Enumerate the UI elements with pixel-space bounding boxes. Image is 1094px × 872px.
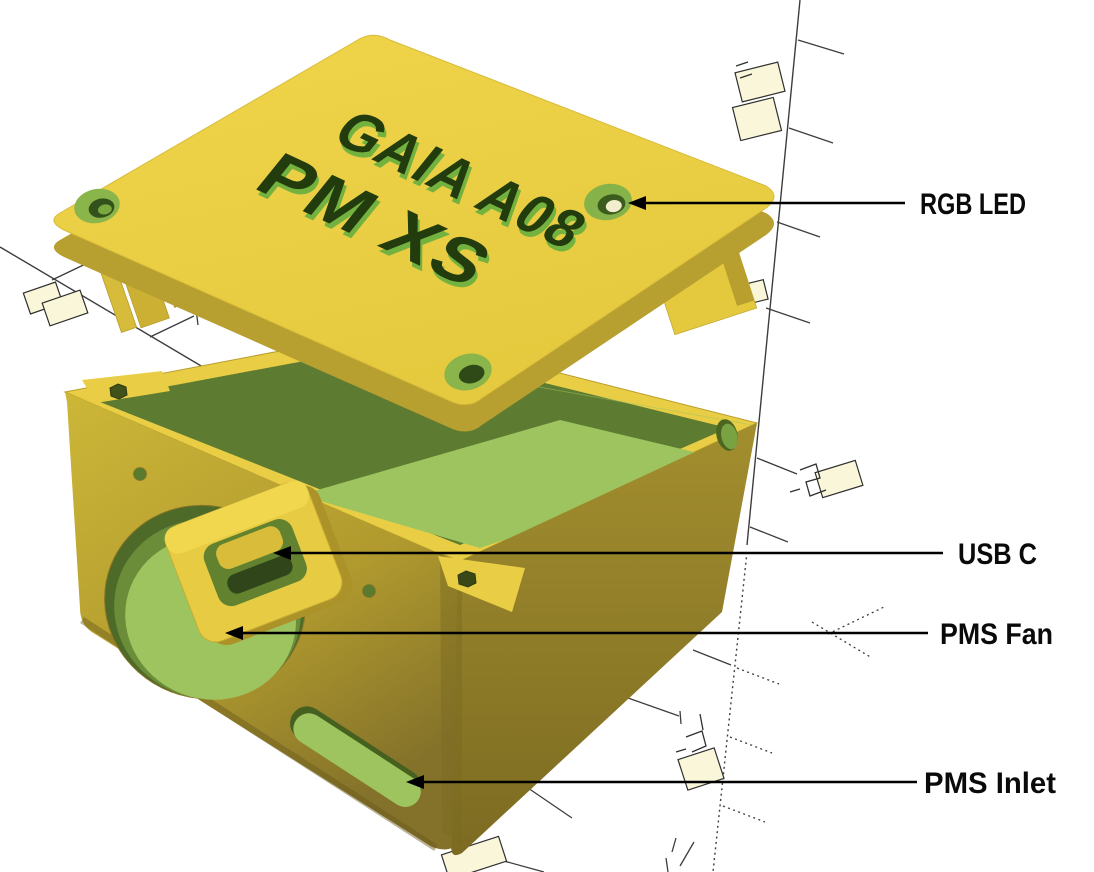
- screw-hole-front-left: [133, 467, 147, 481]
- usb-c-port-slot: [227, 555, 293, 594]
- axis-ticks-dashed: [722, 606, 885, 823]
- left-axis: [0, 246, 209, 371]
- right-axis: [746, 0, 801, 546]
- usb-c-port-tongue: [216, 526, 284, 570]
- label-rgb-led: RGB LED: [920, 188, 1026, 221]
- front-corner-shade: [440, 552, 462, 845]
- usb-bracket-top-ledge: [164, 480, 309, 554]
- arrowhead-rgb-led: [628, 196, 646, 210]
- label-pms-fan: PMS Fan: [940, 618, 1053, 651]
- arrowhead-pms-fan: [225, 626, 243, 640]
- hex-nut-recess-front: [457, 570, 477, 588]
- side-hole: [716, 419, 738, 451]
- leader-lines: [240, 201, 943, 784]
- box-interior-floor: [300, 420, 736, 548]
- callout-annotations: RGB LED USB C PMS Fan PMS Inlet: [225, 188, 1056, 800]
- arrowhead-usb-c: [273, 546, 291, 560]
- label-usb-c: USB C: [958, 538, 1037, 571]
- corner-post-front: [438, 556, 525, 612]
- lid-hole-front: [444, 353, 492, 391]
- axis-lines: [0, 0, 801, 872]
- enclosure-base: [63, 329, 759, 856]
- enclosure-lid: GAIA A08 GAIA A08 PM XS PM XS: [53, 34, 775, 432]
- box-right-face: [451, 423, 757, 856]
- arrowhead-pms-inlet: [406, 775, 424, 789]
- axis-number-outlines: [675, 61, 827, 753]
- leader-arrowheads: [225, 196, 646, 789]
- label-pms-inlet: PMS Inlet: [924, 767, 1056, 800]
- hex-nut-recess-left: [109, 383, 128, 400]
- inlet-slot: [290, 706, 422, 807]
- screw-hole-front-right: [362, 584, 376, 598]
- axis-number-blocks: [22, 61, 864, 872]
- usb-c-bracket: [164, 480, 353, 646]
- lid-hole-rgb-led: [584, 183, 632, 221]
- lid-top-plate: [53, 34, 775, 405]
- lid-hole-left: [74, 188, 120, 224]
